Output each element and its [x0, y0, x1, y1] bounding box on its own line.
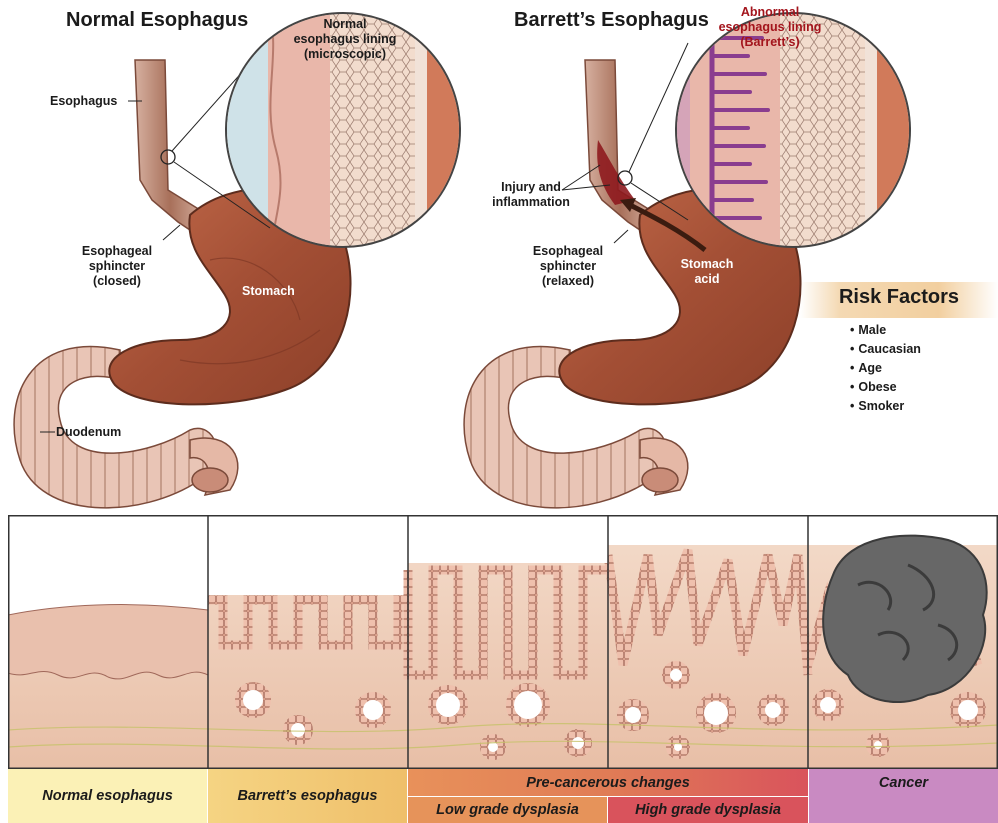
duodenum-label: Duodenum [56, 425, 121, 440]
stage-barretts-band: Barrett’s esophagus [208, 769, 408, 823]
stage-high-grade-band: High grade dysplasia [608, 797, 808, 823]
risk-factor-item: Male [850, 321, 921, 340]
stage-low-grade-label: Low grade dysplasia [436, 802, 579, 818]
stage-cancer-label: Cancer [879, 775, 928, 791]
normal-esophagus-title: Normal Esophagus [66, 9, 248, 32]
sphincter-relaxed-label: Esophageal sphincter (relaxed) [523, 244, 613, 289]
risk-factor-item: Caucasian [850, 340, 921, 359]
stage-precancer-label: Pre-cancerous changes [526, 775, 690, 791]
risk-factor-item: Age [850, 359, 921, 378]
risk-factor-item: Obese [850, 378, 921, 397]
normal-lining-label: Normal esophagus lining (microscopic) [280, 17, 410, 62]
abnormal-lining-label: Abnormal esophagus lining (Barrett’s) [700, 5, 840, 50]
stage-low-grade-band: Low grade dysplasia [408, 797, 608, 823]
stage-precancer-band: Pre-cancerous changes [408, 769, 808, 797]
progression-panels [8, 515, 998, 769]
stomach-label: Stomach [242, 284, 295, 299]
stage-cancer-band: Cancer [808, 769, 998, 823]
stomach-acid-label: Stomach acid [672, 257, 742, 287]
injury-label: Injury and inflammation [486, 180, 576, 210]
risk-factors-title: Risk Factors [800, 286, 998, 309]
stage-high-grade-label: High grade dysplasia [635, 802, 781, 818]
risk-factor-item: Smoker [850, 397, 921, 416]
esophagus-label: Esophagus [50, 94, 117, 109]
stage-normal-band: Normal esophagus [8, 769, 208, 823]
stage-barretts-label: Barrett’s esophagus [238, 788, 378, 804]
risk-factors-list: Male Caucasian Age Obese Smoker [850, 321, 921, 416]
barretts-esophagus-title: Barrett’s Esophagus [514, 9, 709, 32]
sphincter-closed-label: Esophageal sphincter (closed) [72, 244, 162, 289]
stage-normal-label: Normal esophagus [42, 788, 173, 804]
